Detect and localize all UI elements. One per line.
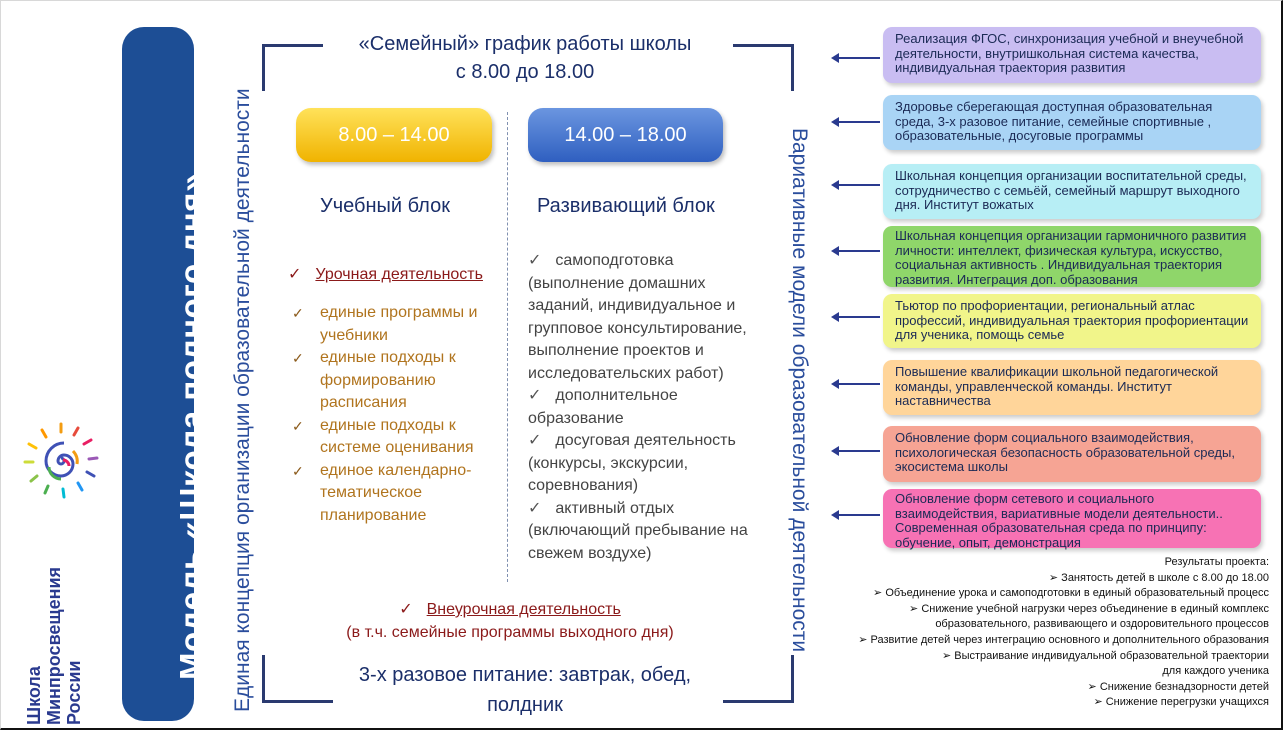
list-item: ✓самоподготовка (выполнение домашних зад… (528, 250, 753, 385)
study-block-list: ✓ единые программы и учебники ✓ единые под… (292, 302, 502, 527)
model-box-6: Повышение квалификации школьной педагоги… (883, 360, 1261, 415)
list-item-text: досуговая деятельность (конкурсы, экскур… (528, 432, 736, 494)
bracket-top-right (733, 44, 794, 91)
results-item-continuation: для каждого ученика (1162, 665, 1269, 678)
list-item-text: дополнительное образование (528, 387, 678, 427)
results-item: ➢ Объединение урока и самоподготовки в е… (873, 587, 1269, 600)
model-box-4: Школьная концепция организации гармоничн… (883, 226, 1261, 287)
arrow-left-icon (831, 180, 880, 190)
list-item-text: единые программы и учебники (320, 304, 478, 344)
list-item-text: единые подходы к формированию расписания (320, 349, 456, 411)
school-name: Школа Минпросвещения России (24, 567, 84, 725)
model-title-banner (122, 27, 194, 721)
study-block-title: Учебный блок (320, 195, 450, 217)
results-title: Результаты проекта: (1164, 556, 1269, 568)
results-item-continuation: образовательного, развивающего и оздоров… (935, 618, 1269, 631)
arrow-left-icon (831, 53, 880, 63)
arrow-left-icon (831, 510, 880, 520)
checkmark-icon: ✓ (528, 499, 542, 517)
model-box-2: Здоровье сберегающая доступная образоват… (883, 95, 1261, 150)
extracurricular-section: ✓ Внеурочная деятельность (в т.ч. семейны… (300, 598, 720, 644)
development-block-list: ✓самоподготовка (выполнение домашних зад… (528, 250, 753, 565)
school-name-line2: Минпросвещения (44, 566, 64, 725)
results-item: ➢ Снижение учебной нагрузки через объеди… (909, 602, 1269, 615)
spiral-logo-icon (23, 422, 99, 499)
checkmark-icon: ✓ (292, 417, 304, 434)
development-block-title: Развивающий блок (537, 195, 715, 217)
checkmark-icon: ✓ (528, 432, 542, 449)
arrow-left-icon (831, 117, 880, 127)
model-box-1: Реализация ФГОС, синхронизация учебной и… (883, 27, 1261, 83)
results-item: ➢ Выстраивание индивидуальной образовате… (941, 649, 1269, 662)
schedule-title: «Семейный» график работы школы с 8.00 до… (330, 30, 720, 86)
list-item-text: единое календарно-тематическое планирова… (320, 461, 472, 524)
extracurricular-subtitle: (в т.ч. семейные программы выходного дня… (346, 624, 674, 641)
checkmark-icon: ✓ (292, 462, 304, 479)
lesson-activity-label: Урочная деятельность (315, 266, 483, 283)
schedule-title-line2: с 8.00 до 18.00 (455, 61, 595, 83)
arrow-left-icon (831, 246, 880, 256)
arrow-left-icon (831, 379, 880, 389)
model-box-3: Школьная концепция организации воспитате… (883, 164, 1261, 219)
time-badge-afternoon: 14.00 – 18.00 (528, 108, 723, 162)
model-box-8: Обновление форм сетевого и социального в… (883, 489, 1261, 549)
bracket-bottom-left (262, 655, 333, 703)
schedule-title-line1: «Семейный» график работы школы (358, 33, 692, 55)
results-item: ➢ Развитие детей через интеграцию основн… (858, 633, 1269, 646)
meal-caption: 3-х разовое питание: завтрак, обед, полд… (358, 664, 692, 716)
arrow-left-icon (831, 312, 880, 322)
bracket-bottom-right (723, 655, 794, 703)
list-item: ✓дополнительное образование (528, 385, 753, 430)
model-box-5: Тьютор по профориентации, региональный а… (883, 294, 1261, 348)
list-item-text: единые подходы к системе оценивания (320, 416, 474, 457)
checkmark-icon: ✓ (292, 305, 304, 321)
list-item: ✓ единые подходы к системе оценивания (292, 415, 502, 460)
list-item: ✓активный отдых (включающий пребывание н… (528, 498, 753, 566)
checkmark-icon: ✓ (292, 350, 304, 366)
results-item: ➢ Снижение перегрузки учащихся (1093, 696, 1269, 709)
list-item: ✓ единые программы и учебники (292, 302, 502, 347)
list-item-text: самоподготовка (выполнение домашних зада… (528, 252, 747, 382)
list-item: ✓ единое календарно-тематическое планиров… (292, 460, 502, 528)
bracket-top-left (262, 44, 323, 91)
lesson-activity-heading: ✓ Урочная деятельность (288, 264, 483, 284)
project-results: Результаты проекта: ➢ Занятость детей в … (799, 555, 1269, 711)
school-name-line1: Школа (24, 666, 44, 725)
checkmark-icon: ✓ (528, 252, 542, 269)
model-title: Модель «Школа полного дня» (173, 173, 210, 680)
list-item-text: активный отдых (включающий пребывание на… (528, 499, 748, 562)
block-divider (507, 112, 508, 582)
list-item: ✓досуговая деятельность (конкурсы, экску… (528, 430, 753, 498)
results-item: ➢ Снижение безнадзорности детей (1087, 680, 1269, 693)
time-badge-morning: 8.00 – 14.00 (296, 108, 492, 162)
arrow-left-icon (831, 446, 880, 456)
school-name-line3: России (64, 660, 84, 725)
left-vertical-caption: Единая концепция организации образовател… (231, 88, 254, 712)
checkmark-icon: ✓ (528, 387, 542, 404)
results-item: ➢ Занятость детей в школе с 8.00 до 18.0… (1048, 571, 1269, 584)
list-item: ✓ единые подходы к формированию расписани… (292, 347, 502, 415)
checkmark-icon: ✓ (288, 266, 302, 283)
extracurricular-label: Внеурочная деятельность (426, 601, 621, 618)
model-box-7: Обновление форм социального взаимодейств… (883, 426, 1261, 482)
checkmark-icon: ✓ (399, 601, 413, 618)
right-vertical-caption: Вариативные модели образовательной деяте… (788, 128, 811, 653)
